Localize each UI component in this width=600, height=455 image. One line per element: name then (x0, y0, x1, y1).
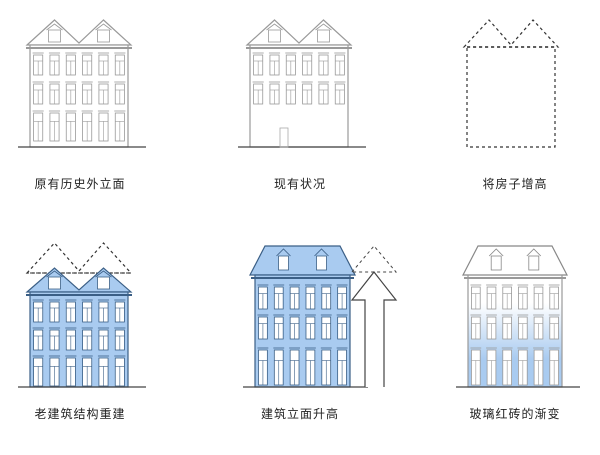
label-raise-house: 将房子增高 (482, 177, 548, 191)
dashed-roof-outline (350, 245, 398, 273)
dormer-window (48, 276, 61, 290)
dormer-window (97, 29, 110, 43)
panel-glass-brick-gradient (456, 245, 580, 388)
shop-door (279, 127, 289, 148)
dormer-pediment (526, 248, 542, 257)
dormer-pediment (266, 23, 283, 31)
gable-roof (25, 267, 133, 293)
facade-wall (29, 291, 129, 388)
dormer-pediment (276, 248, 291, 257)
gable-roof (25, 242, 133, 274)
facade-wall (254, 274, 351, 388)
dormer-pediment (95, 270, 112, 278)
gable-roof (462, 19, 560, 48)
mansard-roof (249, 245, 356, 276)
dormer-pediment (488, 248, 504, 257)
mansard-roof (462, 245, 568, 276)
label-facade-raised: 建筑立面升高 (260, 407, 339, 421)
dashed-outline (466, 46, 556, 148)
dormer-window (48, 29, 61, 43)
gable-roof (25, 19, 133, 46)
dormer-pediment (46, 23, 63, 31)
gradient-wall (467, 274, 563, 388)
label-glass-brick-gradient: 玻璃红砖的渐变 (469, 407, 561, 421)
up-arrow-icon (350, 271, 398, 387)
panel-facade-raised (243, 245, 398, 388)
panel-rebuild-structure (18, 242, 146, 388)
gable-roof (245, 19, 353, 46)
dormer-window (316, 255, 327, 271)
dormer-pediment (95, 23, 112, 31)
dormer-window (278, 255, 289, 271)
label-original-facade: 原有历史外立面 (34, 177, 126, 191)
dormer-window (528, 255, 540, 271)
panel-original-facade (18, 19, 146, 148)
facade-wall (29, 44, 129, 148)
panel-current-state (238, 19, 366, 148)
dormer-pediment (314, 248, 329, 257)
dormer-window (268, 29, 281, 43)
dormer-pediment (46, 270, 63, 278)
dormer-window (490, 255, 502, 271)
dormer-pediment (315, 23, 332, 31)
facade-wall (249, 44, 349, 148)
dormer-window (97, 276, 110, 290)
label-current-state: 现有状况 (273, 177, 326, 191)
dormer-window (317, 29, 330, 43)
label-rebuild-structure: 老建筑结构重建 (34, 407, 126, 421)
panel-raise-house (462, 19, 560, 148)
